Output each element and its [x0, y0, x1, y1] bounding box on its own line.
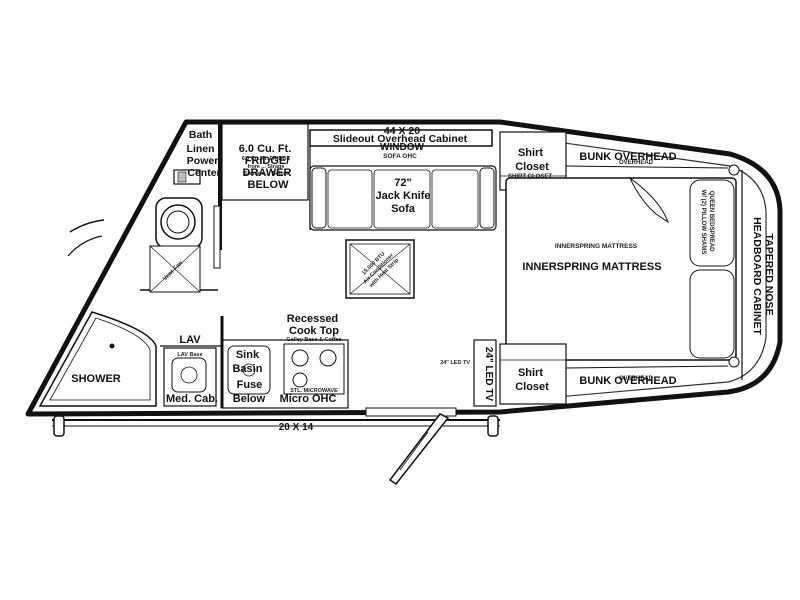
fridge-sub-2: from ... Strage: [248, 164, 285, 170]
entry-door-frame: [365, 407, 457, 417]
tv-cabinet: [473, 339, 497, 407]
bed-mattress: [505, 177, 737, 361]
mattress-label: INNERSPRING MATTRESS: [522, 261, 661, 273]
tv-sub-label: 24" LED TV: [440, 360, 470, 366]
entry-door: [388, 413, 450, 486]
window-size: 44 X 20: [384, 125, 420, 137]
sofa-cushion-2: [373, 169, 431, 229]
slideout-cabinet-label: Slideout Overhead Cabinet: [333, 133, 468, 145]
cook-top-label: Recessed Cook Top: [287, 313, 341, 337]
fridge-cabinet: [221, 123, 309, 201]
awning-size: 20 X 14: [279, 422, 314, 433]
sofa-cushion-3: [431, 169, 479, 229]
bunk-overhead-top: BUNK OVERHEAD: [579, 151, 676, 163]
bath-linen-label: Bath Linen Power Center: [187, 129, 222, 179]
shower-base-inner: [49, 317, 151, 401]
fridge-below: BELOW: [248, 179, 290, 191]
lav-sub-label: LAV Base: [177, 352, 202, 358]
bunk-overhead-bottom: BUNK OVERHEAD: [579, 375, 676, 387]
headboard-light-top: [728, 164, 740, 176]
sofa-arm-right: [479, 167, 495, 229]
fridge-main: FRIDGE/: [245, 155, 290, 167]
tv-label: 24" LED TV: [483, 347, 494, 402]
fridge-sub-3: Storage ... Below: [244, 171, 289, 177]
pillow-2: [689, 269, 735, 359]
headboard-light-bottom: [728, 356, 740, 368]
cook-top: [283, 343, 345, 395]
mattress-small-label: INNERSPRING MATTRESS: [555, 243, 638, 250]
shower-label: SHOWER: [71, 373, 121, 385]
fridge-size: 6.0 Cu. Ft.: [239, 143, 292, 155]
sofa-arm-left: [311, 167, 327, 229]
sofa-cushion-1: [327, 169, 373, 229]
med-cab-label: Med. Cab.: [166, 393, 218, 405]
sofa-ohc-label: SOFA OHC: [383, 153, 417, 160]
sofa-line-2: Jack Knife: [375, 190, 430, 202]
shirt-closet-top-sub: SHIRT CLOSET: [508, 174, 552, 180]
bunk-overhead-top-sub: OVERHEAD: [619, 160, 654, 166]
sofa-line-1: 72": [394, 177, 411, 189]
pillow-1: [689, 179, 735, 267]
power-center-inner: [177, 171, 187, 183]
micro-sub: STL. MICROWAVE: [290, 388, 338, 394]
shirt-closet-bottom-label: Shirt Closet: [515, 367, 549, 393]
window-label: WINDOW: [380, 142, 424, 153]
shower-drain: [109, 343, 115, 349]
fridge-drawer: DRAWER: [243, 167, 292, 179]
door-swing-arc-2: [67, 235, 103, 257]
sink-drain: [242, 363, 256, 377]
stab-jack-left: [53, 415, 65, 437]
cook-top-sub: Galley Base & Coffee: [286, 337, 341, 343]
fridge-sub-1: 6.0 Cu. Ft. FRIDGE: [242, 156, 291, 162]
bedspread-fold: [628, 176, 669, 224]
burner-2: [319, 349, 337, 367]
queen-bedspread-label: QUEEN BEDSPREAD W/ (2) PILLOW SHAMS: [700, 190, 714, 255]
burner-3: [292, 372, 308, 388]
bunk-bottom-line: [565, 365, 729, 369]
stab-jack-right: [487, 415, 499, 437]
bath-door-post: [213, 205, 221, 269]
slideout-cabinet: [309, 129, 493, 147]
lav-label: LAV: [179, 334, 201, 346]
shirt-closet-bottom: [499, 343, 567, 405]
burner-1: [291, 349, 309, 367]
tapered-nose-label: TAPERED NOSE HEADBOARD CABINET: [751, 217, 775, 335]
vent-fan-diag2: [149, 245, 201, 293]
shirt-closet-top-label: Shirt Closet: [515, 147, 549, 173]
bunk-top-line: [565, 165, 729, 169]
micro-ohc-label: Micro OHC: [280, 393, 337, 405]
lav-drain: [180, 366, 198, 384]
sofa-line-3: Sofa: [391, 203, 416, 215]
outer-wall: [25, 119, 783, 417]
toilet-seat: [166, 210, 190, 234]
bunk-overhead-bottom-sub: OVERHEAD: [619, 376, 654, 382]
door-swing-arc: [69, 219, 105, 233]
entry-door-step: [399, 431, 429, 471]
sink-label: Sink Basin Fuse Below: [232, 349, 265, 405]
ac-diag2: [349, 243, 411, 295]
